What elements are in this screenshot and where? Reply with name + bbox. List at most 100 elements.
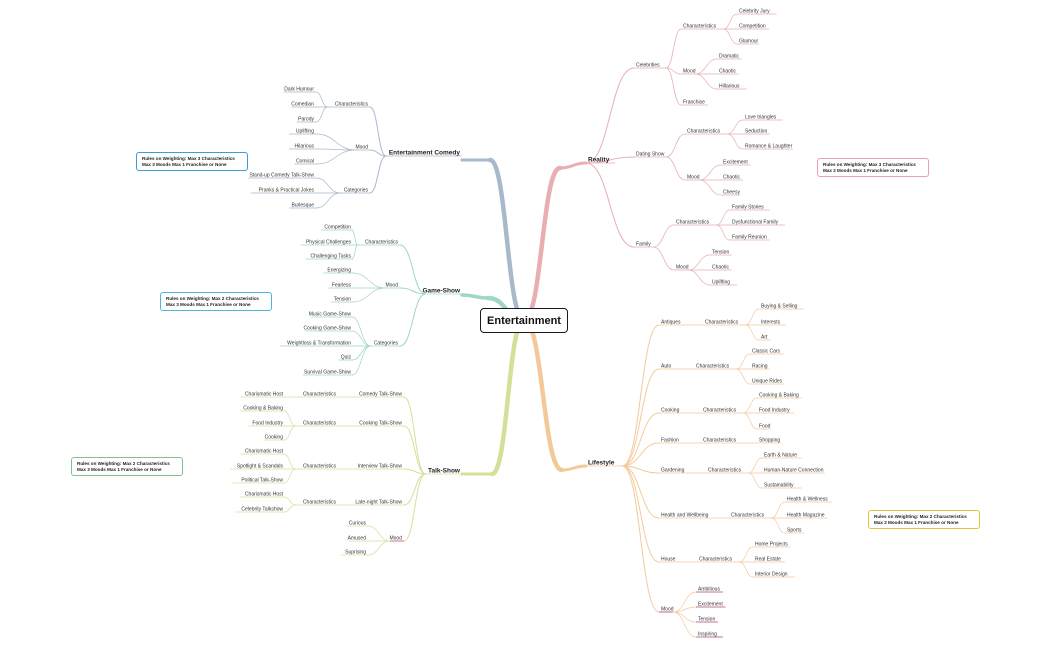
rules-note-lifestyle[interactable]: Rules on Weighting: Max 2 Characteristic… — [868, 510, 980, 530]
rules-note-reality[interactable]: Rules on Weighting: Max 3 Characteristic… — [817, 158, 929, 178]
leaf-comedy-characteristics-1[interactable]: Comedian — [291, 102, 314, 108]
node-lifestyle-antiques[interactable]: Antiques — [661, 320, 681, 326]
leaf-gameshow-characteristics-0[interactable]: Competition — [324, 225, 351, 231]
leaf-reality-celebrities-mood-1[interactable]: Chaotic — [719, 69, 736, 75]
leaf-lifestyle-antiques-0[interactable]: Buying & Selling — [761, 304, 798, 310]
leaf-gameshow-mood-2[interactable]: Tension — [334, 297, 351, 303]
node-lifestyle-auto-characteristics[interactable]: Characteristics — [696, 364, 730, 370]
leaf-lifestyle-cooking-2[interactable]: Food — [759, 424, 771, 430]
leaf-gameshow-mood-1[interactable]: Fearless — [332, 283, 352, 289]
leaf-lifestyle-antiques-2[interactable]: Art — [761, 335, 768, 341]
leaf-comedy-mood-2[interactable]: Comical — [296, 159, 314, 165]
leaf-lifestyle-antiques-1[interactable]: Interests — [761, 320, 781, 326]
node-talkshow-interview-characteristics[interactable]: Characteristics — [303, 464, 337, 470]
leaf-lifestyle-cooking-1[interactable]: Food Industry — [759, 408, 790, 414]
leaf-talkshow-cooking-0[interactable]: Cooking & Baking — [243, 406, 283, 412]
leaf-lifestyle-mood-1[interactable]: Excitement — [698, 602, 723, 608]
leaf-lifestyle-gardening-2[interactable]: Sustainability — [764, 483, 794, 489]
leaf-reality-dating-mood-1[interactable]: Chaotic — [723, 175, 740, 181]
node-gameshow-mood[interactable]: Mood — [385, 283, 398, 289]
leaf-gameshow-categories-1[interactable]: Cooking Game-Show — [303, 326, 351, 332]
node-lifestyle-house[interactable]: House — [661, 557, 676, 563]
leaf-lifestyle-fashion-0[interactable]: Shopping — [759, 438, 780, 444]
leaf-talkshow-interview-2[interactable]: Political Talk-Show — [241, 478, 283, 484]
branch-game-show[interactable]: Game-Show — [422, 288, 461, 295]
leaf-lifestyle-mood-0[interactable]: Ambitious — [698, 587, 720, 593]
leaf-lifestyle-house-1[interactable]: Real Estate — [755, 557, 781, 563]
node-reality-family[interactable]: Family — [636, 242, 651, 248]
leaf-reality-celebrities-char-1[interactable]: Competition — [739, 24, 766, 30]
branch-entertainment-comedy[interactable]: Entertainment Comedy — [389, 150, 461, 157]
leaf-reality-family-char-0[interactable]: Family Stories — [732, 205, 764, 211]
node-reality-celebrities-franchise[interactable]: Franchise — [683, 100, 705, 106]
leaf-lifestyle-mood-3[interactable]: Inspiring — [698, 632, 717, 638]
leaf-comedy-mood-0[interactable]: Uplifting — [296, 129, 314, 135]
node-reality-celebrities-mood[interactable]: Mood — [683, 69, 696, 75]
leaf-lifestyle-health-2[interactable]: Sports — [787, 528, 802, 534]
node-comedy-mood[interactable]: Mood — [355, 145, 368, 151]
leaf-reality-family-char-1[interactable]: Dysfunctional Family — [732, 220, 779, 226]
leaf-reality-family-mood-1[interactable]: Chaotic — [712, 265, 729, 271]
node-lifestyle-fashion-characteristics[interactable]: Characteristics — [703, 438, 737, 444]
node-reality-dating-mood[interactable]: Mood — [687, 175, 700, 181]
rules-note-gameshow[interactable]: Rules on Weighting: Max 2 Characteristic… — [160, 292, 272, 312]
node-comedy-characteristics[interactable]: Characteristics — [335, 102, 369, 108]
leaf-gameshow-categories-4[interactable]: Survival Game-Show — [304, 370, 351, 376]
leaf-reality-dating-mood-2[interactable]: Cheesy — [723, 190, 740, 196]
leaf-talkshow-mood-0[interactable]: Curious — [349, 521, 367, 527]
node-lifestyle-cooking-characteristics[interactable]: Characteristics — [703, 408, 737, 414]
leaf-talkshow-cooking-1[interactable]: Food Industry — [252, 421, 283, 427]
leaf-talkshow-comedy-0[interactable]: Charismatic Host — [245, 392, 284, 398]
node-lifestyle-house-characteristics[interactable]: Characteristics — [699, 557, 733, 563]
leaf-reality-dating-char-2[interactable]: Romance & Laughter — [745, 144, 793, 150]
leaf-comedy-categories-2[interactable]: Burlesque — [291, 203, 314, 209]
node-lifestyle-fashion[interactable]: Fashion — [661, 438, 679, 444]
leaf-reality-celebrities-mood-0[interactable]: Dramatic — [719, 54, 740, 60]
node-talkshow-interview[interactable]: Interview Talk-Show — [358, 464, 403, 470]
node-lifestyle-cooking[interactable]: Cooking — [661, 408, 680, 414]
node-talkshow-mood[interactable]: Mood — [389, 536, 402, 542]
leaf-lifestyle-house-0[interactable]: Home Projects — [755, 542, 788, 548]
node-reality-celebrities-characteristics[interactable]: Characteristics — [683, 24, 717, 30]
leaf-comedy-characteristics-0[interactable]: Dark Humour — [284, 87, 314, 93]
branch-reality[interactable]: Reality — [588, 157, 610, 164]
node-gameshow-categories[interactable]: Categories — [374, 341, 399, 347]
node-talkshow-latenight[interactable]: Late-night Talk-Show — [355, 500, 402, 506]
node-lifestyle-health-characteristics[interactable]: Characteristics — [731, 513, 765, 519]
leaf-lifestyle-gardening-1[interactable]: Human-Nature Connection — [764, 468, 824, 474]
leaf-gameshow-mood-0[interactable]: Energizing — [327, 268, 351, 274]
leaf-reality-celebrities-char-2[interactable]: Glamour — [739, 39, 759, 45]
leaf-reality-family-char-2[interactable]: Family Reunion — [732, 235, 767, 241]
leaf-gameshow-characteristics-2[interactable]: Challenging Tasks — [311, 254, 352, 260]
node-reality-family-mood[interactable]: Mood — [676, 265, 689, 271]
leaf-lifestyle-auto-2[interactable]: Unique Rides — [752, 379, 783, 385]
leaf-comedy-mood-1[interactable]: Hilarious — [295, 144, 315, 150]
node-lifestyle-gardening-characteristics[interactable]: Characteristics — [708, 468, 742, 474]
leaf-comedy-categories-0[interactable]: Stand-up Comedy Talk-Show — [249, 173, 314, 179]
leaf-talkshow-cooking-2[interactable]: Cooking — [265, 435, 284, 441]
leaf-talkshow-latenight-1[interactable]: Celebrity Talkshow — [241, 507, 283, 513]
leaf-lifestyle-mood-2[interactable]: Tension — [698, 617, 715, 623]
leaf-lifestyle-house-2[interactable]: Interior Design — [755, 572, 788, 578]
leaf-lifestyle-gardening-0[interactable]: Earth & Nature — [764, 453, 797, 459]
node-talkshow-cooking-characteristics[interactable]: Characteristics — [303, 421, 337, 427]
root-node[interactable]: Entertainment — [480, 308, 568, 333]
node-talkshow-comedy[interactable]: Comedy Talk-Show — [359, 392, 402, 398]
node-lifestyle-mood[interactable]: Mood — [661, 607, 674, 613]
leaf-gameshow-categories-0[interactable]: Music Game-Show — [309, 312, 352, 318]
leaf-reality-celebrities-char-0[interactable]: Celebrity Jury — [739, 9, 770, 15]
node-lifestyle-antiques-characteristics[interactable]: Characteristics — [705, 320, 739, 326]
leaf-gameshow-characteristics-1[interactable]: Physical Challenges — [306, 240, 352, 246]
rules-note-talkshow[interactable]: Rules on Weighting: Max 2 Characteristic… — [71, 457, 183, 477]
leaf-comedy-categories-1[interactable]: Pranks & Practical Jokes — [259, 188, 315, 194]
leaf-reality-dating-char-1[interactable]: Seduction — [745, 129, 767, 135]
node-reality-dating-characteristics[interactable]: Characteristics — [687, 129, 721, 135]
leaf-reality-celebrities-mood-2[interactable]: Hillarious — [719, 84, 740, 90]
leaf-lifestyle-auto-1[interactable]: Racing — [752, 364, 768, 370]
leaf-lifestyle-cooking-0[interactable]: Cooking & Baking — [759, 393, 799, 399]
leaf-talkshow-mood-1[interactable]: Amused — [348, 536, 367, 542]
leaf-talkshow-mood-2[interactable]: Suprising — [345, 550, 366, 556]
leaf-gameshow-categories-3[interactable]: Quiz — [341, 355, 352, 361]
leaf-reality-family-mood-0[interactable]: Tension — [712, 250, 729, 256]
leaf-lifestyle-auto-0[interactable]: Classic Cars — [752, 349, 781, 355]
